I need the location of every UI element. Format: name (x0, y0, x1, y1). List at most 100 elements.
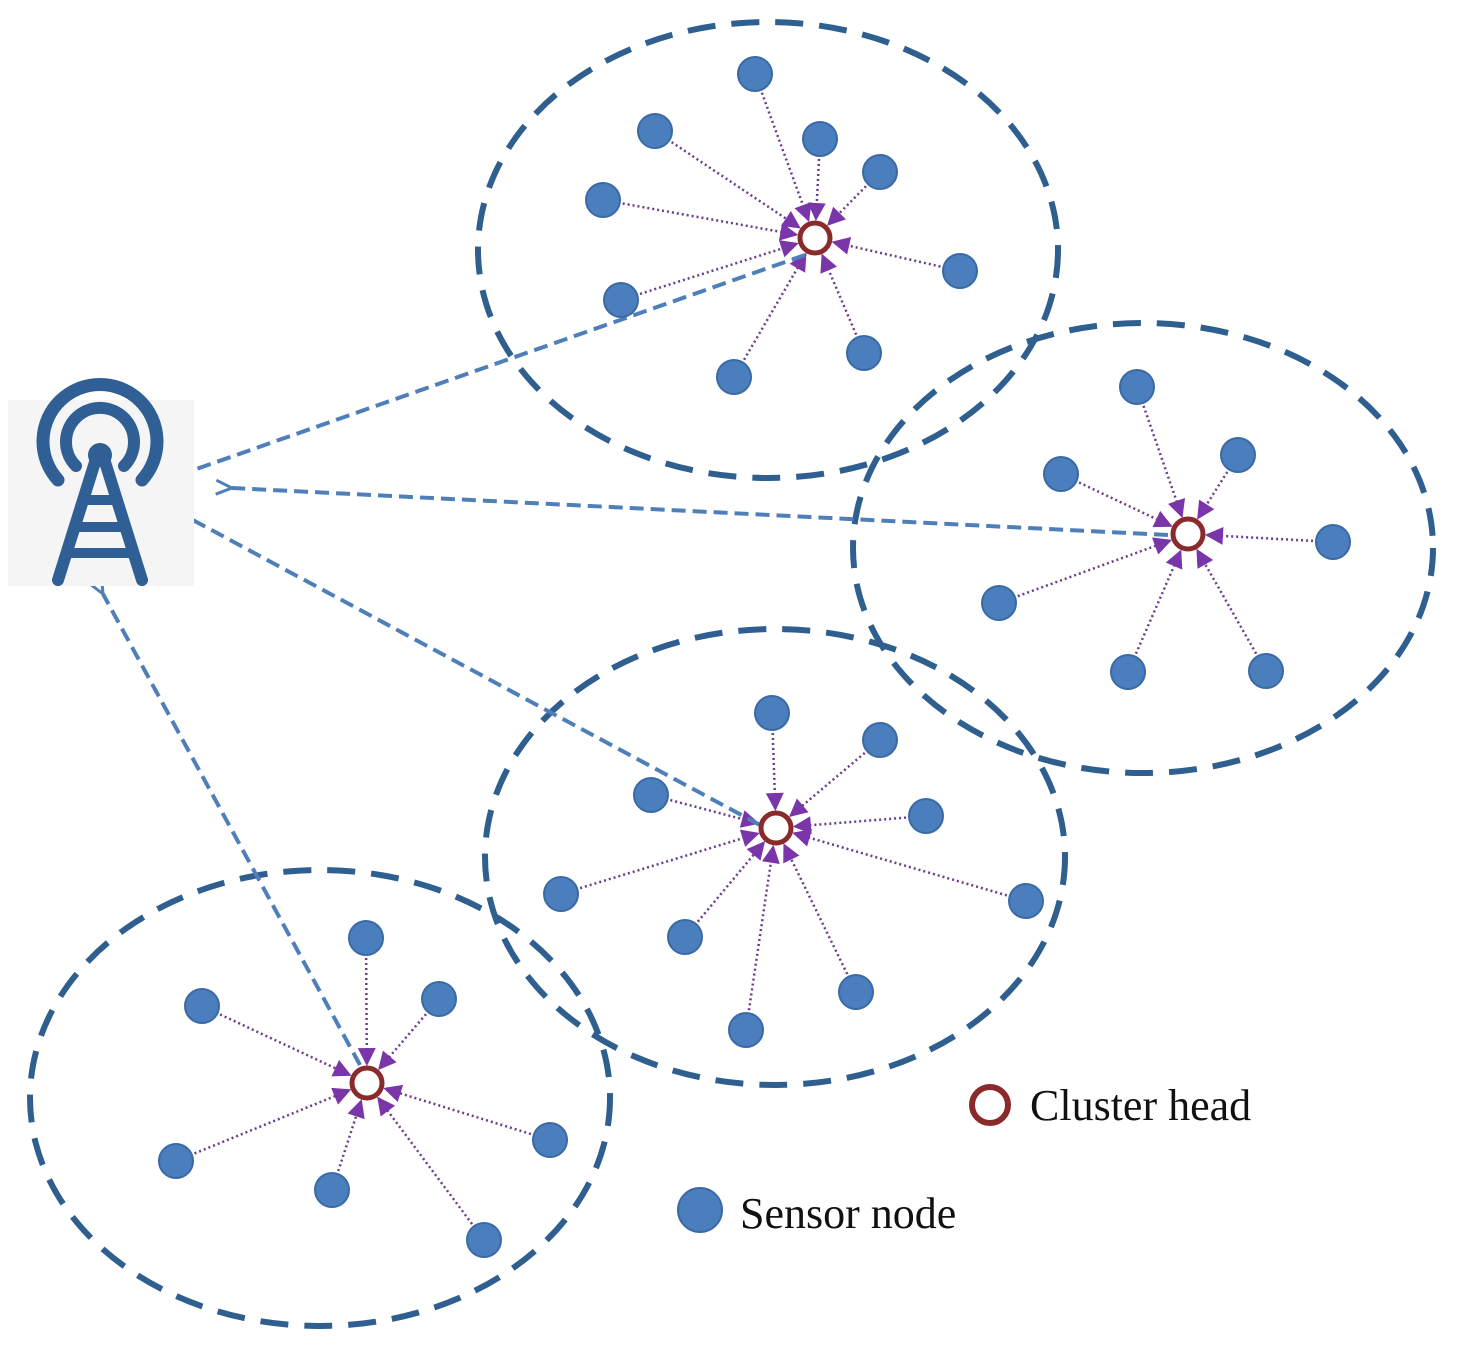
sensor-link (684, 841, 765, 938)
sensor-link (1196, 549, 1268, 672)
cluster-boundary-top (475, 19, 1061, 481)
link-arrowhead (378, 1050, 397, 1071)
intra-cluster-links (175, 73, 1334, 1241)
sensor-link (833, 240, 961, 273)
link-arrowhead (739, 829, 760, 847)
sensor-node (728, 1012, 764, 1048)
sensor-node (184, 988, 220, 1024)
sensor-link (1060, 472, 1172, 528)
sensor-link (560, 832, 759, 896)
sensor-link (175, 1089, 350, 1163)
sensor-node (1248, 653, 1284, 689)
link-arrowhead (765, 792, 784, 812)
sensor-node (716, 359, 752, 395)
sensor-link (364, 937, 369, 1065)
sensor-nodes (158, 56, 1351, 1258)
link-arrowhead (761, 844, 780, 864)
sensor-node (158, 1143, 194, 1179)
link-arrowhead (1152, 537, 1173, 555)
cluster-boundary-right (850, 320, 1436, 776)
link-arrowhead (778, 240, 799, 258)
link-arrowhead (794, 202, 812, 223)
sensor-node (633, 777, 669, 813)
sensor-node (908, 798, 944, 834)
sensor-link (377, 1097, 486, 1241)
sensor-node (942, 253, 978, 289)
sensor-link (602, 198, 797, 236)
cluster-head-middle (758, 810, 794, 846)
legend: Cluster head Sensor node (677, 1081, 1251, 1238)
link-arrowhead (1204, 526, 1224, 545)
link-arrowhead (788, 798, 809, 818)
link-arrowhead (792, 816, 812, 835)
link-arrowhead (331, 1087, 352, 1105)
uplink-middle-cluster (178, 512, 761, 827)
link-arrowhead (1168, 497, 1186, 518)
cell-tower-icon (8, 377, 194, 586)
link-arrowhead (1197, 499, 1215, 520)
sensor-link (793, 832, 1027, 903)
sensor-node (838, 974, 874, 1010)
sensor-link (650, 793, 758, 825)
legend-cluster-head-label: Cluster head (1030, 1081, 1251, 1130)
cluster-head-bottom-left (349, 1065, 385, 1101)
link-arrowhead (383, 1084, 404, 1103)
cluster-boundaries (27, 19, 1436, 1329)
uplinks-to-base-station (103, 253, 1169, 1066)
sensor-node (585, 182, 621, 218)
cluster-head-right (1170, 516, 1206, 552)
sensor-node (862, 722, 898, 758)
sensor-node (802, 121, 838, 157)
sensor-node (862, 154, 898, 190)
sensor-node (1043, 456, 1079, 492)
sensor-link (1135, 386, 1183, 517)
legend-sensor-node-icon (677, 1187, 723, 1233)
link-arrowhead (357, 1047, 376, 1067)
sensor-link (744, 846, 775, 1031)
sensor-node (754, 695, 790, 731)
sensor-link (998, 539, 1171, 605)
sensor-node (1119, 369, 1155, 405)
sensor-node (543, 876, 579, 912)
sensor-node (603, 282, 639, 318)
sensor-link (620, 242, 798, 302)
sensor-link (732, 253, 807, 378)
legend-sensor-node-label: Sensor node (740, 1189, 956, 1238)
link-arrowhead (1152, 510, 1173, 528)
legend-cluster-head-icon (969, 1084, 1011, 1126)
uplink-bottom-left-cluster (103, 594, 362, 1066)
sensor-link (753, 73, 810, 221)
sensor-node (1220, 437, 1256, 473)
cluster-boundary-bottom-left (27, 867, 613, 1329)
link-arrowhead (792, 829, 813, 847)
link-arrowhead (783, 843, 800, 864)
link-arrowhead (780, 211, 801, 229)
sensor-node (1008, 883, 1044, 919)
sensor-node (637, 113, 673, 149)
sensor-link (1126, 550, 1182, 673)
sensor-link (783, 844, 858, 993)
sensor-node (466, 1222, 502, 1258)
link-arrowhead (807, 202, 826, 222)
sensor-link (794, 814, 927, 828)
sensor-node (421, 981, 457, 1017)
link-arrowhead (1196, 548, 1214, 569)
sensor-node (981, 585, 1017, 621)
link-arrowhead (331, 1060, 352, 1077)
link-arrowhead (347, 1099, 365, 1120)
link-arrowhead (826, 206, 846, 226)
link-arrowhead (377, 1096, 396, 1117)
sensor-node (1315, 524, 1351, 560)
sensor-node (1110, 654, 1146, 690)
sensor-node (532, 1122, 568, 1158)
link-arrowhead (1165, 549, 1183, 570)
sensor-node (348, 920, 384, 956)
sensor-node (314, 1172, 350, 1208)
cluster-boundary-middle (482, 626, 1068, 1088)
cluster-head-top (797, 220, 833, 256)
sensor-link (1206, 533, 1334, 544)
uplink-right-cluster (232, 488, 1169, 537)
sensor-link (654, 129, 800, 229)
